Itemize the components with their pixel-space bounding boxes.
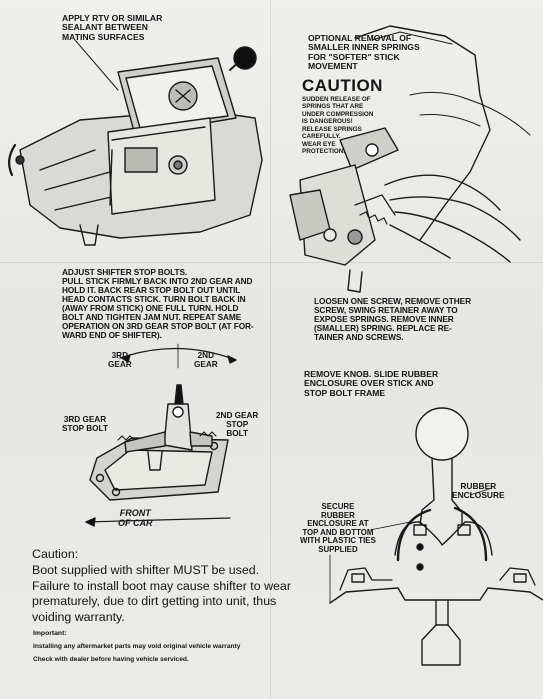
boot-caution: Caution: Boot supplied with shifter MUST… [32,547,291,624]
important-heading: Important: [33,630,67,637]
loosen-screw-instruction: LOOSEN ONE SCREW, REMOVE OTHER SCREW, SW… [314,296,471,342]
label-rubber-enclosure: RUBBER ENCLOSURE [452,481,505,501]
knob-instruction: REMOVE KNOB. SLIDE RUBBER ENCLOSURE OVER… [304,369,439,398]
label-2nd-gear-stop-bolt: 2ND GEAR STOP BOLT [216,411,259,438]
rtv-instruction: APPLY RTV OR SIMILAR SEALANT BETWEEN MAT… [62,13,163,42]
label-3rd-gear: 3RD GEAR [108,351,132,369]
fold-line [270,0,271,699]
rubber-enclosure-diagram [329,407,543,666]
spring-removal-illustration [289,25,531,293]
stop-bolt-diagram [85,343,237,527]
transmission-illustration [8,39,263,246]
label-secure-enclosure: SECURE RUBBER ENCLOSURE AT TOP AND BOTTO… [300,502,376,554]
label-3rd-gear-stop-bolt: 3RD GEAR STOP BOLT [62,415,108,433]
warranty-note: Installing any aftermarket parts may voi… [33,643,241,650]
dealer-note: Check with dealer before having vehicle … [33,656,189,663]
label-2nd-gear: 2ND GEAR [194,351,218,369]
spring-removal-instruction: OPTIONAL REMOVAL OF SMALLER INNER SPRING… [308,33,420,71]
caution-heading: CAUTION [302,76,383,95]
fold-line [0,262,543,263]
stop-bolt-instruction: ADJUST SHIFTER STOP BOLTS. PULL STICK FI… [62,267,254,340]
caution-warning: SUDDEN RELEASE OF SPRINGS THAT ARE UNDER… [302,96,374,155]
label-front-of-car: FRONT OF CAR [118,508,153,528]
